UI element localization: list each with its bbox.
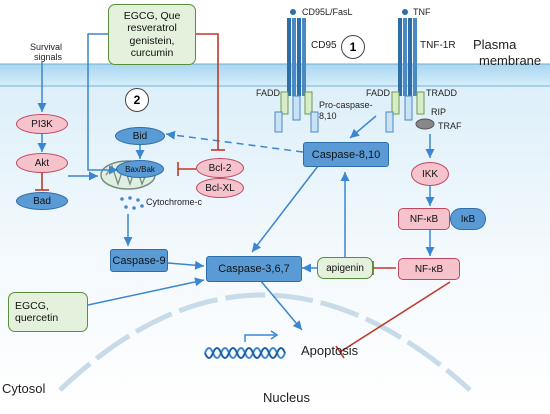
arrow-compounds-to-baxbak [87,33,118,175]
plasma-membrane [0,64,550,86]
rip-label: RIP [431,107,447,117]
apigenin-node: apigenin [317,257,373,279]
compound-top-line-3: genistein, [129,34,175,47]
cytosol-region [0,85,550,414]
pro-caspase-label-2: 8,10 [319,111,337,121]
caspase-8-10-node: Caspase-8,10 [303,142,389,167]
compound-top-line-4: curcumin [130,46,174,59]
cd95-ligand-label: CD95L/FasL [302,7,353,17]
pathway-number-1: 1 [341,35,365,59]
nfkb-top-node: NF-κB [398,208,450,230]
tnf-label: TNF [413,7,431,17]
arrow-casp9-to-casp367 [167,260,205,270]
cytochrome-c-label: Cytochrome-c [146,197,203,207]
compound-box-top: EGCG, Que resveratrol genistein, curcumi… [108,4,196,65]
compound-left-line-1: EGCG, [15,299,49,312]
cd95-receptor [274,9,319,133]
bid-node: Bid [115,127,165,145]
survival-signals-label-1: Survival [30,42,63,52]
fadd-left-label: FADD [256,88,281,98]
survival-signals-label-2: signals [34,52,63,62]
pro-caspase-label-1: Pro-caspase- [319,100,373,110]
plasma-membrane-label-1: Plasma [473,37,517,52]
cytosol-label: Cytosol [2,381,46,396]
traf-label: TRAF [438,121,462,131]
pathway-number-2: 2 [125,88,149,112]
tnf-receptor-label: TNF-1R [420,40,456,51]
ikk-node: IKK [411,162,449,186]
tradd-label: TRADD [426,88,457,98]
bcl2-node: Bcl-2 [196,158,244,178]
tnf-receptor [385,9,435,133]
dna-helix [204,330,286,359]
caspase-9-node: Caspase-9 [110,249,168,272]
arrow-casp810-to-casp367 [251,165,319,253]
fadd-right-label: FADD [366,88,391,98]
nucleus-label: Nucleus [263,390,310,405]
cytochrome-c-dots [120,196,144,210]
arrow-casp367-to-apoptosis [259,279,303,331]
pi3k-node: PI3K [16,114,68,134]
bad-node: Bad [16,192,68,210]
arrow-casp810-to-bid [165,130,304,153]
ikb-node: IκB [450,208,486,230]
plasma-membrane-label-2: membrane [479,53,542,68]
cd95-label: CD95 [311,40,337,51]
bclxl-node: Bcl-XL [196,178,244,198]
akt-node: Akt [16,153,68,173]
inhibit-compounds-bcl2 [196,33,219,150]
arrow-egcg-to-casp367 [87,277,205,306]
compound-top-line-1: EGCG, Que [123,10,181,23]
arrow-receptor-to-casp810 [349,115,377,139]
nfkb-bottom-node: NF-κB [398,258,460,280]
compound-top-line-2: resveratrol [127,22,177,35]
apoptosis-label: Apoptosis [301,343,359,358]
bax-bak-node: Bax/Bak [116,160,164,178]
compound-left-line-2: quercetin [15,312,59,324]
compound-box-left: EGCG, quercetin [8,292,88,332]
nuclear-envelope [58,292,472,392]
inhibit-nfkb-apoptosis [339,281,451,353]
caspase-3-6-7-node: Caspase-3,6,7 [206,256,302,282]
